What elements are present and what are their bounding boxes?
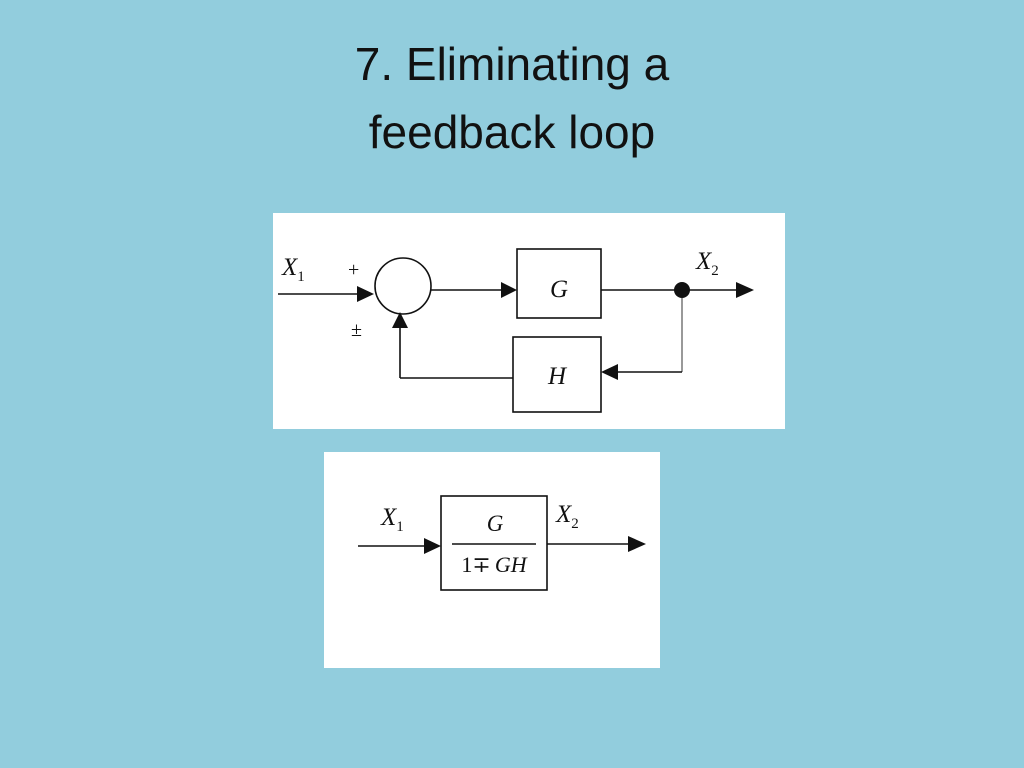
reduced-output-arrow [628,536,646,552]
slide-title: 7. Eliminating a feedback loop [0,30,1024,166]
plus-sign: + [348,259,359,281]
loop-output-label: X2 [695,248,719,279]
transfer-numerator: G [487,511,504,536]
input-arrow [357,286,374,302]
output-arrow [736,282,754,298]
summing-junction [374,257,432,315]
feedback-to-h-arrow [601,364,618,380]
reduced-input-label: X1 [380,504,404,535]
junction-to-g-arrow [501,282,517,298]
reduced-diagram: X1 G 1∓GH X2 [324,452,660,668]
reduced-output-label: X2 [555,501,579,532]
reduced-input-arrow [424,538,441,554]
loop-input-label: X1 [281,254,305,285]
reduced-transfer-block [440,495,548,591]
title-line-2: feedback loop [368,106,656,158]
reduced-diagram-svg: X1 G 1∓GH X2 [358,495,646,591]
transfer-denominator: 1∓GH [461,552,527,577]
forward-block-label: G [550,276,568,303]
feedback-loop-svg: X1 + ± G X2 H [278,248,754,413]
title-line-1: 7. Eliminating a [354,38,670,90]
plus-minus-sign: ± [351,319,362,341]
feedback-loop-diagram: X1 + ± G X2 H [273,213,785,429]
takeoff-point [674,282,690,298]
feedback-block-label: H [547,363,568,390]
h-to-junction-arrow [392,312,408,328]
forward-block-g [516,248,602,319]
feedback-block-h [512,336,602,413]
